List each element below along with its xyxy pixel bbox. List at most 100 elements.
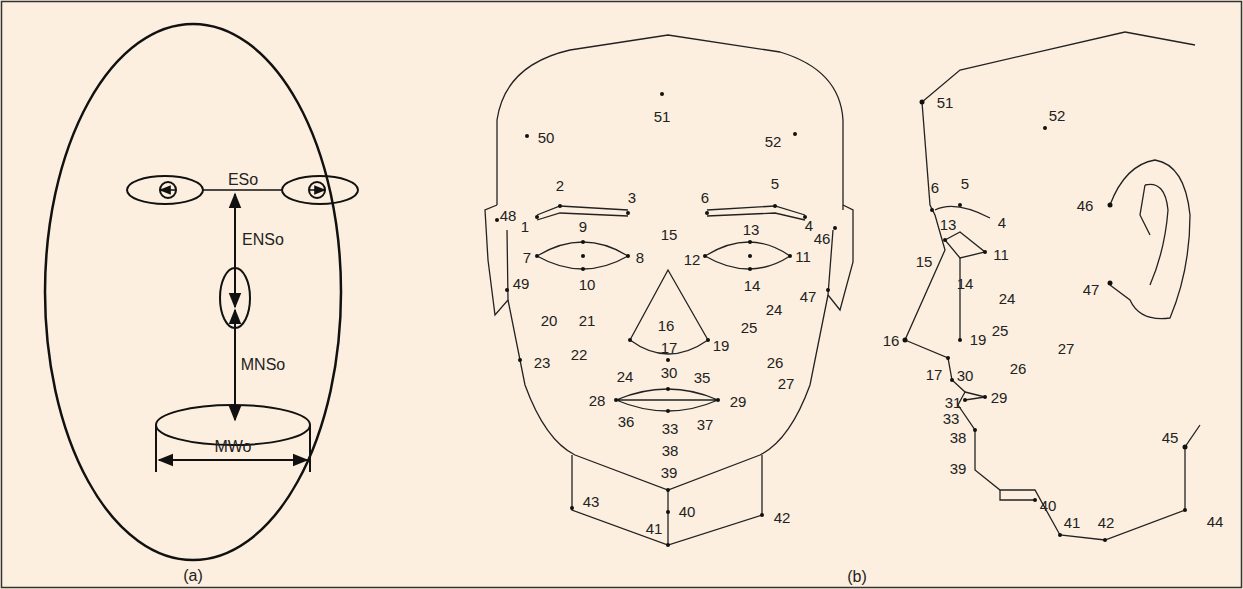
face-model-a-part [309, 182, 325, 198]
callout-number: 35 [694, 370, 711, 385]
callout-number: 47 [1083, 282, 1100, 297]
feature-points-front-part [666, 387, 670, 391]
callout-number: 29 [730, 394, 747, 409]
callout-number: 2 [556, 178, 564, 193]
feature-points-front-part [581, 267, 585, 271]
face-profile-view [905, 32, 1200, 540]
face-model-a-part [45, 24, 341, 560]
feature-points-front [495, 92, 837, 547]
feature-points-front-part [666, 488, 670, 492]
feature-points-profile [903, 100, 1188, 543]
face-profile-view-part [905, 32, 1200, 540]
callout-number: 17 [661, 340, 678, 355]
callout-number: 16 [883, 333, 900, 348]
face-model-a-part [234, 194, 236, 307]
callout-number: 23 [534, 355, 551, 370]
callout-number: 45 [1162, 430, 1179, 445]
feature-points-front-part [703, 254, 707, 258]
callout-number: 24 [617, 369, 634, 384]
feature-points-front-part [773, 204, 777, 208]
feature-points-profile-part [963, 398, 967, 402]
feature-points-front-part [748, 254, 752, 258]
feature-points-profile-part [1043, 126, 1047, 130]
face-model-a-part [155, 425, 157, 472]
callout-number: 49 [513, 276, 530, 291]
callout-number: 29 [991, 390, 1008, 405]
feature-points-front-part [716, 398, 720, 402]
callout-number: 28 [589, 393, 606, 408]
callout-number: 12 [684, 252, 701, 267]
callout-number: 42 [1098, 515, 1115, 530]
callout-number: 16 [658, 318, 675, 333]
face-front-view-part [537, 242, 628, 269]
face-model-a-part [160, 189, 176, 191]
callout-number: 44 [1207, 514, 1224, 529]
callout-number: 38 [662, 443, 679, 458]
callout-number: 11 [993, 247, 1009, 262]
callout-number: 46 [814, 231, 831, 246]
face-model-a-part [159, 459, 307, 461]
face-model-a-part [127, 176, 203, 204]
callout-number: 38 [950, 430, 967, 445]
face-front-view-part [572, 455, 762, 545]
feature-points-profile-part [1108, 203, 1113, 208]
callout-number: 4 [998, 215, 1006, 230]
callout-number: 46 [1077, 198, 1094, 213]
callout-number: 1 [521, 219, 529, 234]
feature-points-front-part [628, 338, 632, 342]
callout-number: 22 [571, 347, 588, 362]
callout-number: 42 [774, 510, 791, 525]
feature-points-profile-part [943, 238, 947, 242]
dimension-label: ESo [228, 172, 258, 188]
feature-points-front-part [826, 288, 830, 292]
callout-number: 47 [800, 289, 817, 304]
feature-points-front-part [666, 543, 670, 547]
callout-number: 7 [523, 250, 531, 265]
callout-number: 52 [1049, 108, 1066, 123]
callout-number: 11 [795, 249, 811, 264]
feature-points-front-part [706, 338, 710, 342]
callout-number: 40 [679, 504, 696, 519]
feature-points-front-part [666, 358, 670, 362]
face-profile-view-part [959, 258, 960, 340]
face-model-a-part [234, 310, 236, 420]
feature-points-profile-part [958, 203, 962, 207]
callout-number: 19 [970, 332, 987, 347]
callout-number: 8 [636, 250, 644, 265]
callout-number: 36 [618, 414, 635, 429]
feature-points-profile-part [950, 378, 954, 382]
callout-number: 19 [713, 338, 730, 353]
feature-points-front-part [535, 215, 539, 219]
feature-points-front-part [505, 288, 509, 292]
feature-points-front-part [518, 358, 522, 362]
callout-number: 37 [697, 417, 714, 432]
face-front-view-part [667, 490, 668, 545]
face-profile-view-part [1140, 184, 1168, 285]
feature-points-front-part [660, 92, 664, 96]
face-front-view-part [828, 205, 853, 310]
feature-points-profile-part [930, 208, 934, 212]
callout-number: 52 [765, 134, 782, 149]
face-front-view-part [508, 295, 828, 490]
callout-number: 4 [805, 218, 813, 233]
face-model-a-part [160, 182, 176, 198]
feature-points-front-part [614, 398, 618, 402]
dimension-label: MWo [214, 439, 251, 455]
face-model-a-part [309, 425, 311, 472]
feature-points-profile-part [1033, 498, 1037, 502]
face-model-a-part [282, 176, 358, 204]
feature-points-front-part [705, 211, 709, 215]
callout-number: 51 [937, 95, 954, 110]
feature-points-front-part [581, 240, 585, 244]
callout-number: 30 [957, 368, 974, 383]
face-front-view-part [616, 389, 718, 411]
dimension-label: (b) [847, 569, 867, 585]
callout-number: 17 [926, 367, 943, 382]
callout-number: 31 [945, 395, 962, 410]
feature-points-front-part [748, 240, 752, 244]
callout-number: 43 [583, 494, 600, 509]
feature-points-front-part [666, 409, 670, 413]
